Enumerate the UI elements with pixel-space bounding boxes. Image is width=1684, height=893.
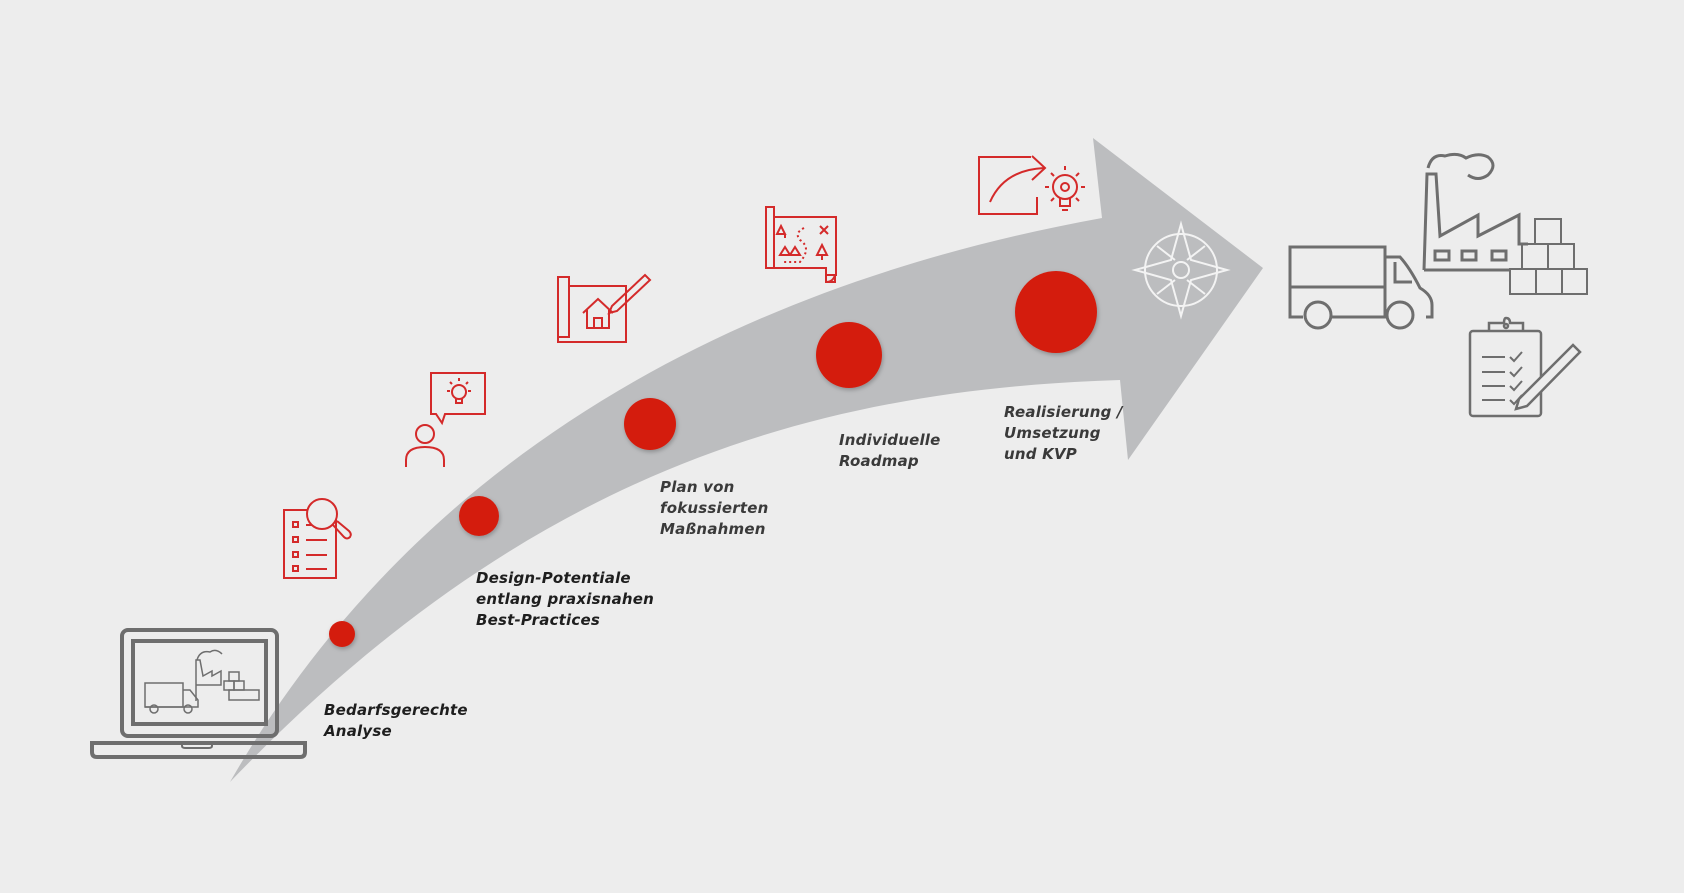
step-label-realisierung: Realisierung / Umsetzung und KVP bbox=[1004, 403, 1123, 463]
truck-icon bbox=[1288, 245, 1434, 330]
blueprint-house-pencil-icon bbox=[557, 273, 652, 343]
milestone-dot-5 bbox=[1015, 271, 1097, 353]
person-idea-bubble-icon bbox=[405, 372, 486, 467]
clipboard-checklist-icon bbox=[1468, 316, 1582, 418]
step-label-design-potentiale: Design-Potentiale entlang praxisnahen Be… bbox=[476, 569, 655, 629]
laptop-logistics-icon bbox=[90, 628, 307, 759]
boxes-icon bbox=[1509, 218, 1588, 295]
milestone-dot-3 bbox=[624, 398, 676, 450]
step-label-analyse: Bedarfsgerechte Analyse bbox=[324, 701, 468, 740]
step-label-plan: Plan von fokussierten Maßnahmen bbox=[660, 478, 769, 538]
compass-rose-icon bbox=[1131, 220, 1231, 320]
milestone-dots bbox=[329, 271, 1097, 647]
progress-arrow bbox=[230, 138, 1263, 782]
checklist-magnifier-icon bbox=[283, 498, 352, 579]
growth-arrow-lightbulb-icon bbox=[978, 155, 1085, 215]
milestone-dot-2 bbox=[459, 496, 499, 536]
milestone-dot-4 bbox=[816, 322, 882, 388]
factory-icon bbox=[1422, 152, 1528, 272]
treasure-map-icon bbox=[765, 206, 837, 284]
step-label-roadmap: Individuelle Roadmap bbox=[839, 431, 941, 470]
milestone-dot-1 bbox=[329, 621, 355, 647]
